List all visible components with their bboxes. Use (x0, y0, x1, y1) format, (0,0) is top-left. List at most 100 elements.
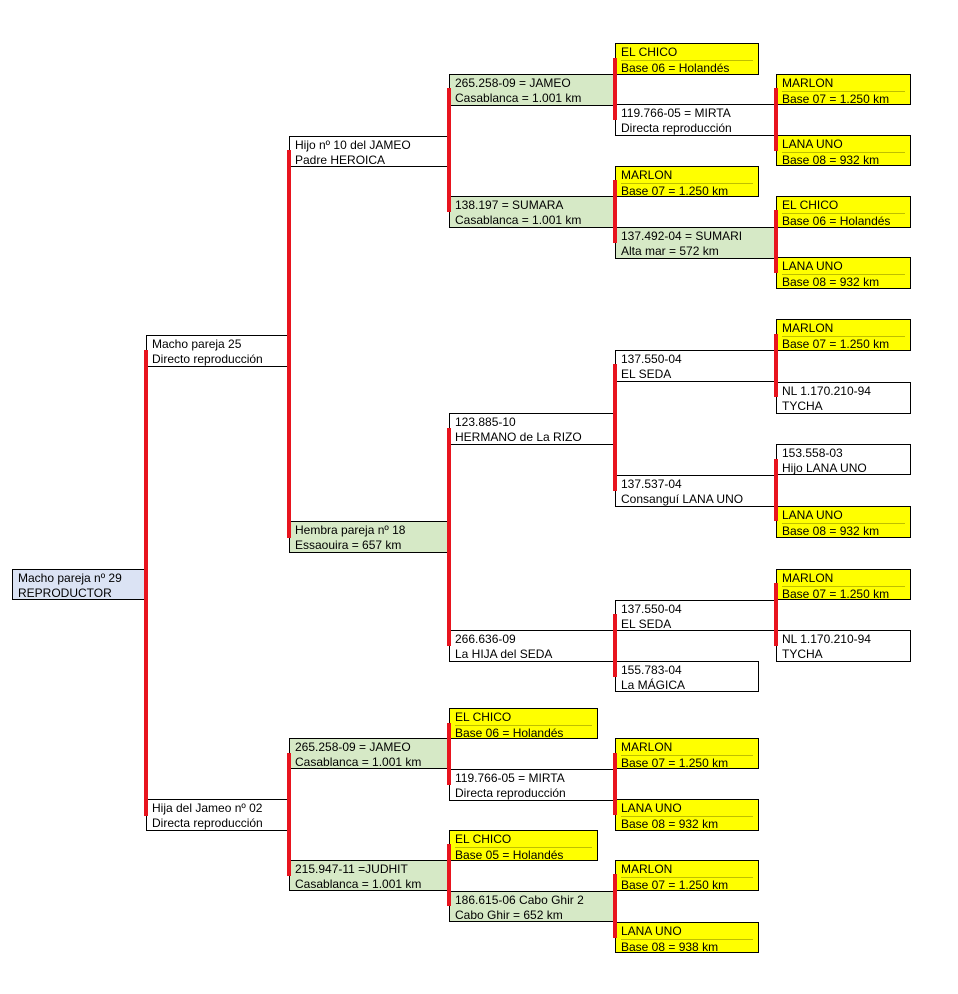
connector-line (774, 210, 778, 273)
connector-line (613, 58, 617, 120)
node-line-1: MARLON (782, 76, 834, 90)
node-line-1: 266.636-09 (455, 632, 516, 646)
node-line-2: Base 07 = 1.250 km (621, 876, 753, 890)
node-line-1: 265.258-09 = JAMEO (295, 740, 411, 754)
node-line-2: Cabo Ghir = 652 km (455, 907, 563, 922)
node-line-2: Base 06 = Holandés (455, 724, 592, 738)
node-line-2: Base 07 = 1.250 km (621, 754, 753, 768)
node-line-2: Base 06 = Holandés (621, 59, 753, 74)
node-line-1: EL CHICO (782, 198, 839, 212)
connector-line (447, 428, 451, 646)
node-line-1: 265.258-09 = JAMEO (455, 76, 571, 90)
node-line-2: Casablanca = 1.001 km (295, 876, 422, 891)
node-line-2: Base 08 = 932 km (782, 273, 905, 288)
connector-line (613, 364, 617, 491)
node-line-2: Padre HEROICA (295, 152, 386, 167)
node-line-2: La MÁGICA (621, 677, 686, 692)
node-line-2: Consanguí LANA UNO (621, 491, 744, 506)
node-line-2: Base 07 = 1.250 km (782, 585, 905, 599)
connector-line (287, 150, 291, 538)
node-line-2: Directa reproducción (455, 785, 566, 800)
node-line-1: LANA UNO (621, 801, 682, 815)
connector-line (774, 583, 778, 646)
node-line-1: LANA UNO (621, 924, 682, 938)
node-line-1: MARLON (621, 862, 673, 876)
node-line-2: La HIJA del SEDA (455, 646, 553, 661)
connector-line (613, 753, 617, 815)
node-line-1: LANA UNO (782, 508, 843, 522)
connector-line (774, 459, 778, 521)
node-line-2: Base 06 = Holandés (782, 212, 905, 227)
connector-line (447, 88, 451, 212)
node-line-1: Hija del Jameo nº 02 (152, 801, 263, 815)
node-line-2: Directo reproducción (152, 351, 263, 366)
node-line-1: Macho pareja 25 (152, 337, 242, 351)
node-line-1: 215.947-11 =JUDHIT (295, 862, 408, 876)
node-line-1: 186.615-06 Cabo Ghir 2 (455, 893, 584, 907)
node-line-2: Base 07 = 1.250 km (782, 335, 905, 350)
connector-line (447, 844, 451, 906)
node-line-2: TYCHA (782, 398, 823, 413)
node-line-2: Alta mar = 572 km (621, 243, 719, 258)
connector-line (613, 614, 617, 677)
node-line-2: Casablanca = 1.001 km (455, 90, 582, 105)
node-line-2: Base 08 = 932 km (621, 815, 753, 830)
node-line-1: EL CHICO (621, 45, 678, 59)
node-line-1: 119.766-05 = MIRTA (621, 106, 731, 120)
node-line-2: Hijo LANA UNO (782, 460, 867, 475)
node-line-2: Essaouira = 657 km (295, 537, 402, 552)
node-line-2: REPRODUCTOR (18, 585, 112, 600)
node-line-1: 137.550-04 (621, 602, 682, 616)
node-line-2: Casablanca = 1.001 km (295, 754, 422, 769)
connector-line (613, 874, 617, 938)
node-line-1: EL CHICO (455, 832, 512, 846)
node-line-1: LANA UNO (782, 259, 843, 273)
node-line-2: Base 05 = Holandés (455, 846, 592, 860)
node-line-1: 138.197 = SUMARA (455, 198, 564, 212)
node-line-1: 137.492-04 = SUMARI (621, 229, 743, 243)
node-line-2: EL SEDA (621, 366, 672, 381)
connector-line (774, 334, 778, 397)
node-line-1: EL CHICO (455, 710, 512, 724)
connector-line (774, 88, 778, 151)
node-line-1: MARLON (621, 740, 673, 754)
node-line-2: TYCHA (782, 646, 823, 661)
node-line-2: EL SEDA (621, 616, 672, 631)
node-line-2: Base 08 = 932 km (782, 151, 905, 165)
node-line-2: Base 07 = 1.250 km (621, 182, 753, 196)
node-line-1: MARLON (782, 321, 834, 335)
connector-line (447, 723, 451, 785)
connector-line (287, 753, 291, 876)
node-line-1: Macho pareja nº 29 (18, 571, 122, 585)
node-line-1: 153.558-03 (782, 446, 843, 460)
node-line-2: Directa reproducción (152, 815, 263, 830)
node-line-1: 119.766-05 = MIRTA (455, 771, 565, 785)
